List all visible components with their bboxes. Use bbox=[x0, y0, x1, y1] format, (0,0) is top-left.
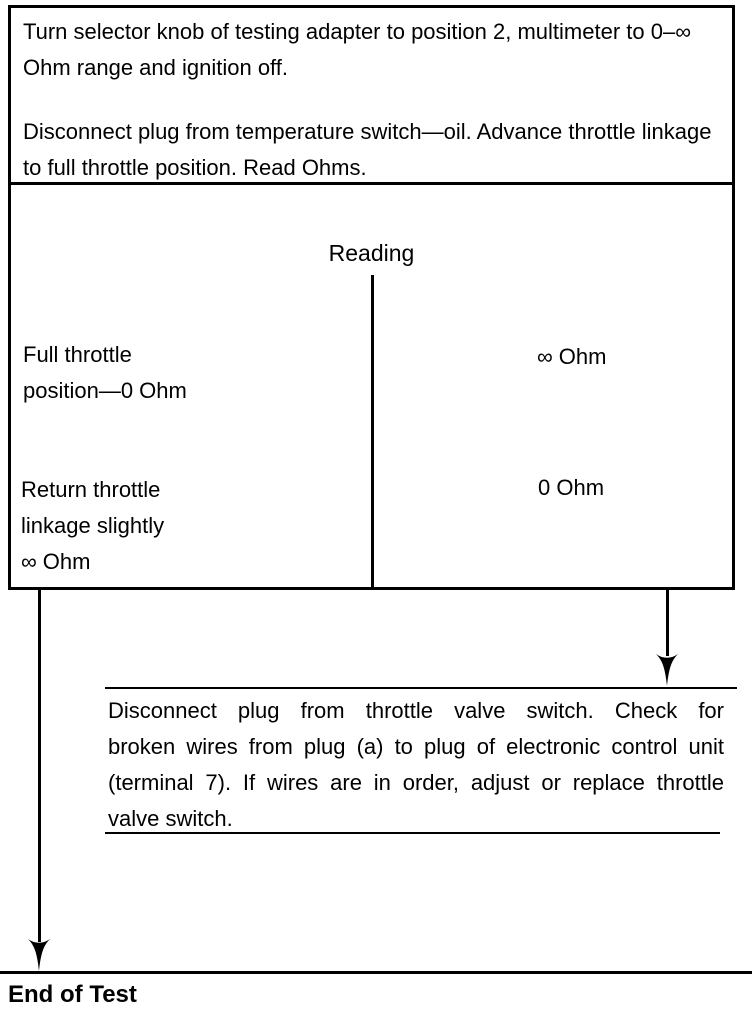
condition-line: Full throttle bbox=[23, 342, 132, 367]
condition-row-1: Full throttle position—0 Ohm bbox=[23, 337, 187, 409]
condition-line: ∞ Ohm bbox=[21, 549, 91, 574]
advice-box: Disconnect plug from throttle valve swit… bbox=[108, 693, 724, 837]
advice-line: valve switch. bbox=[108, 806, 233, 831]
instruction-paragraph-1: Turn selector knob of testing adapter to… bbox=[23, 19, 691, 80]
condition-line: position—0 Ohm bbox=[23, 378, 187, 403]
advice-line: broken wires from plug (a) to plug of el… bbox=[108, 734, 724, 759]
advice-line: Disconnect plug from throttle valve swit… bbox=[108, 698, 724, 723]
advice-bottom-rule bbox=[105, 832, 720, 834]
column-divider bbox=[371, 275, 374, 587]
advice-top-rule bbox=[105, 687, 737, 689]
condition-line: linkage slightly bbox=[21, 513, 165, 538]
flow-line-right bbox=[666, 590, 669, 656]
down-arrow-icon bbox=[656, 654, 678, 691]
condition-line: Return throttle bbox=[21, 477, 161, 502]
condition-row-2: Return throttle linkage slightly ∞ Ohm bbox=[21, 472, 164, 580]
reading-value-2: 0 Ohm bbox=[538, 475, 605, 500]
reading-title: Reading bbox=[328, 240, 415, 266]
advice-line: (terminal 7). If wires are in order, adj… bbox=[108, 770, 724, 795]
down-arrow-icon bbox=[28, 939, 50, 976]
end-rule bbox=[0, 971, 752, 974]
end-of-test-label: End of Test bbox=[8, 981, 137, 1008]
instruction-paragraph-2: Disconnect plug from temperature switch—… bbox=[23, 119, 712, 180]
reading-value-1: ∞ Ohm bbox=[537, 344, 607, 369]
reading-table: Reading Full throttle position—0 Ohm ∞ O… bbox=[8, 185, 735, 590]
instruction-box: Turn selector knob of testing adapter to… bbox=[8, 5, 735, 185]
flow-line-left bbox=[38, 590, 41, 942]
